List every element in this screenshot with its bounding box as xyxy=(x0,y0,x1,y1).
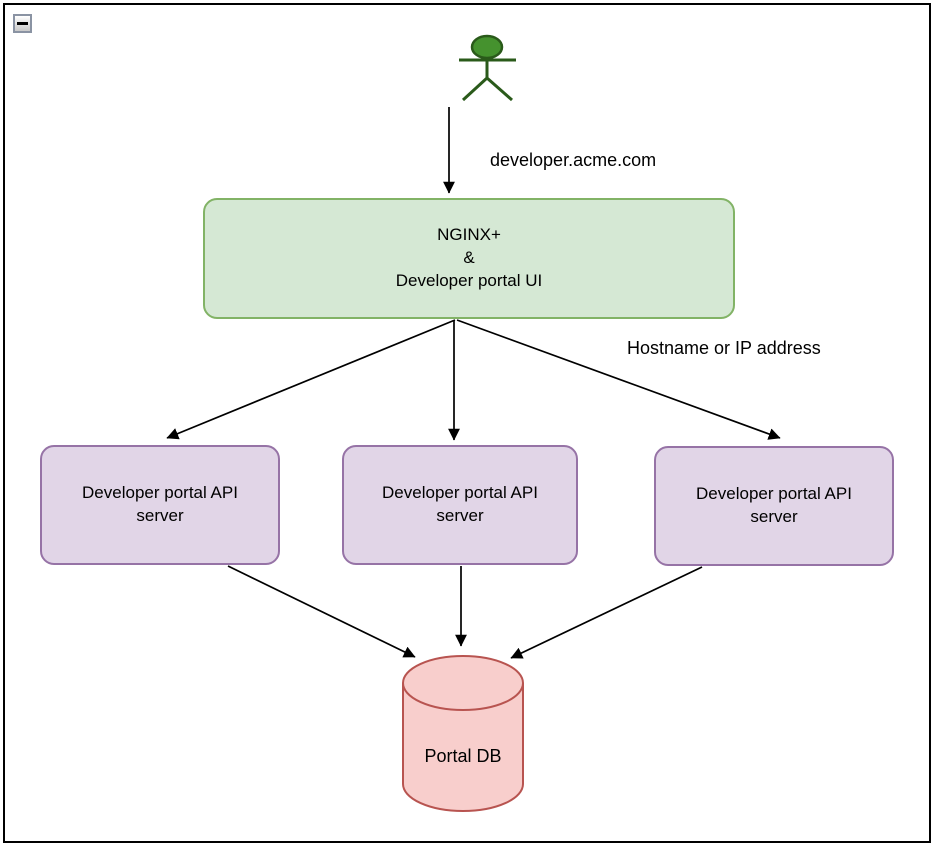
database-cylinder[interactable] xyxy=(402,655,524,812)
label-request-host: developer.acme.com xyxy=(490,150,657,170)
edge-api1-to-db xyxy=(227,565,416,658)
label-backend-addressing: Hostname or IP address xyxy=(627,338,821,358)
minus-icon xyxy=(17,22,28,25)
edge-gateway-to-api-1 xyxy=(166,319,456,440)
database-label: Portal DB xyxy=(424,746,502,766)
collapse-group-button[interactable] xyxy=(13,14,32,33)
api-server-node-2[interactable]: Developer portal API server xyxy=(342,445,578,565)
api-server-node-3[interactable]: Developer portal API server xyxy=(654,446,894,566)
edge-gateway-to-api-3 xyxy=(456,319,781,440)
edge-api3-to-db xyxy=(510,566,703,659)
api-server-node-1[interactable]: Developer portal API server xyxy=(40,445,280,565)
person-actor-icon[interactable] xyxy=(459,34,516,102)
gateway-node[interactable]: NGINX+ & Developer portal UI xyxy=(203,198,735,319)
